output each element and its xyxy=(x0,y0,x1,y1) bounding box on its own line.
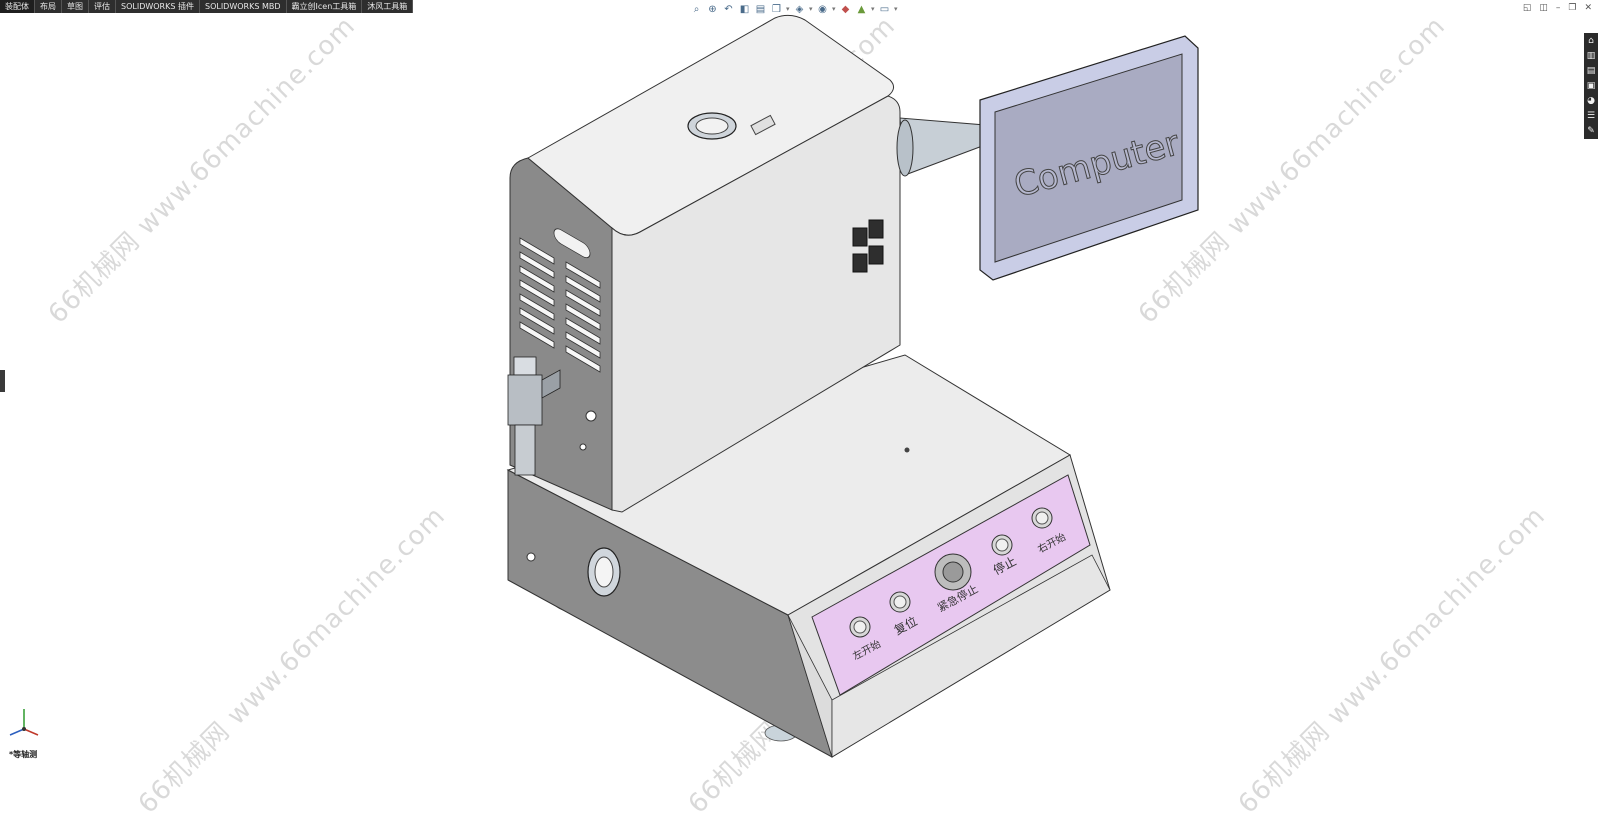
model-viewport[interactable]: 左开始 复位 紧急停止 停止 右开始 xyxy=(0,0,1600,775)
task-pane: ⌂ ▥ ▤ ▣ ◕ ☰ ✎ xyxy=(1584,33,1598,139)
reference-triad xyxy=(9,709,39,736)
zoom-to-fit-icon[interactable]: ⌕ xyxy=(693,3,700,15)
tab-solidworks-mbd[interactable]: SOLIDWORKS MBD xyxy=(200,0,287,13)
hide-show-items-icon[interactable]: ◉ xyxy=(818,3,827,15)
heads-up-view-toolbar: ⌕ ⊕ ↶ ◧ ▤ ❒ ▾ ◈ ▾ ◉ ▾ ◆ ▲ ▾ ▭ ▾ xyxy=(690,2,898,16)
zoom-to-area-icon[interactable]: ⊕ xyxy=(708,3,717,15)
file-explorer-icon[interactable]: ▣ xyxy=(1586,81,1596,91)
panel-buttons xyxy=(849,507,1053,638)
close-icon[interactable]: ✕ xyxy=(1584,3,1592,13)
dropdown-caret-icon[interactable]: ▾ xyxy=(809,4,813,13)
tab-sketch[interactable]: 草图 xyxy=(62,0,89,13)
solidworks-forum-icon[interactable]: ✎ xyxy=(1587,126,1595,136)
minimize-icon[interactable]: – xyxy=(1555,3,1561,13)
apply-scene-icon[interactable]: ▲ xyxy=(857,3,866,15)
view-orientation-label: *等轴测 xyxy=(9,750,38,759)
cabinet-connectors xyxy=(852,219,884,273)
edit-appearance-icon[interactable]: ◆ xyxy=(841,3,850,15)
monitor-screen xyxy=(994,53,1183,263)
resources-icon[interactable]: ▥ xyxy=(1586,51,1596,61)
feature-tree-toggle[interactable] xyxy=(0,370,5,392)
tab-evaluate[interactable]: 评估 xyxy=(89,0,116,13)
tile-icon[interactable]: ◱ xyxy=(1522,3,1532,13)
design-library-icon[interactable]: ▤ xyxy=(1586,66,1596,76)
dropdown-caret-icon[interactable]: ▾ xyxy=(832,4,836,13)
previous-view-icon[interactable]: ↶ xyxy=(724,3,733,15)
custom-properties-icon[interactable]: ☰ xyxy=(1586,111,1596,121)
appearances-icon[interactable]: ◕ xyxy=(1587,96,1595,106)
home-icon[interactable]: ⌂ xyxy=(1588,36,1594,46)
display-style-icon[interactable]: ◈ xyxy=(795,3,804,15)
command-manager-tabs: 装配体 布局 草图 评估 SOLIDWORKS 插件 SOLIDWORKS MB… xyxy=(0,0,414,13)
view-orientation-icon[interactable]: ❒ xyxy=(772,3,781,15)
tab-solidworks-addins[interactable]: SOLIDWORKS 插件 xyxy=(116,0,200,13)
restore-icon[interactable]: ❐ xyxy=(1568,3,1577,13)
window-controls: ◱ ◫ – ❐ ✕ xyxy=(1523,2,1592,14)
cabinet-vents xyxy=(519,237,601,373)
split-icon[interactable]: ◫ xyxy=(1539,3,1548,13)
dropdown-caret-icon[interactable]: ▾ xyxy=(871,4,875,13)
tab-icen-toolbox[interactable]: 霸立创Icen工具箱 xyxy=(287,0,363,13)
air-filter-regulator xyxy=(507,356,561,476)
tab-mufeng-toolbox[interactable]: 沐风工具箱 xyxy=(362,0,414,13)
view-settings-icon[interactable]: ▭ xyxy=(879,3,890,15)
tab-assembly[interactable]: 装配体 xyxy=(0,0,35,13)
dropdown-caret-icon[interactable]: ▾ xyxy=(894,4,898,13)
section-view-icon[interactable]: ◧ xyxy=(739,3,750,15)
dropdown-caret-icon[interactable]: ▾ xyxy=(786,4,790,13)
dynamic-annotation-icon[interactable]: ▤ xyxy=(755,3,766,15)
tab-layout[interactable]: 布局 xyxy=(35,0,62,13)
